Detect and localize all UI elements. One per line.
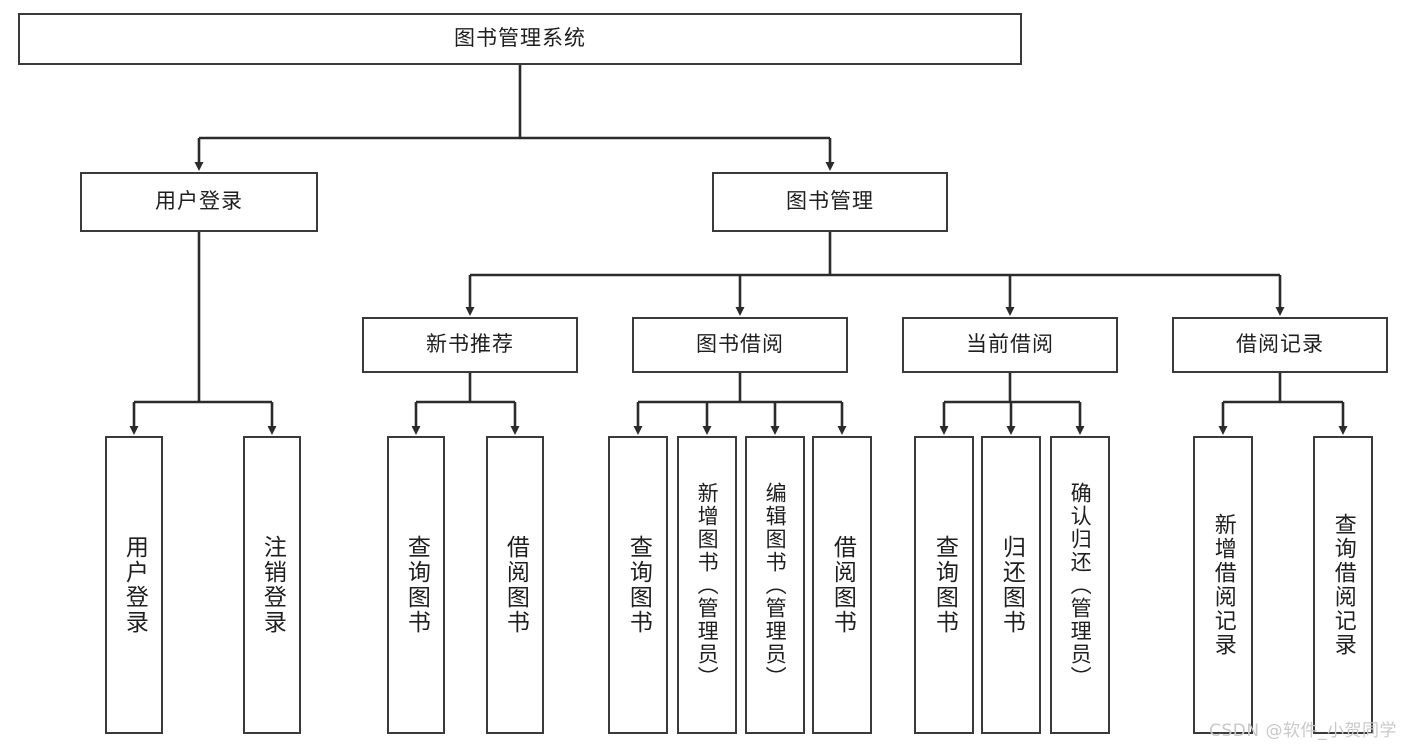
node-current-borrow[interactable]: 当前借阅 — [902, 317, 1118, 373]
leaf-label: 新增借阅记录 — [1210, 513, 1236, 657]
node-root-system[interactable]: 图书管理系统 — [18, 13, 1022, 65]
leaf-label: 借阅图书 — [829, 535, 856, 635]
leaf-label: 确认归还（管理员） — [1068, 481, 1093, 689]
leaf-label: 查询图书 — [403, 535, 430, 635]
leaf-node[interactable]: 归还图书 — [981, 436, 1041, 734]
node-book-management[interactable]: 图书管理 — [712, 172, 948, 232]
leaf-label: 用户登录 — [121, 535, 148, 635]
leaf-node[interactable]: 查询图书 — [387, 436, 445, 734]
leaf-node[interactable]: 新增借阅记录 — [1193, 436, 1253, 734]
leaf-node[interactable]: 确认归还（管理员） — [1050, 436, 1110, 734]
leaf-label: 编辑图书（管理员） — [763, 481, 788, 689]
node-book-borrow[interactable]: 图书借阅 — [632, 317, 848, 373]
node-borrow-record[interactable]: 借阅记录 — [1172, 317, 1388, 373]
leaf-node[interactable]: 注销登录 — [243, 436, 301, 734]
leaf-node[interactable]: 查询图书 — [608, 436, 668, 734]
leaf-label: 新增图书（管理员） — [695, 481, 720, 689]
leaf-node[interactable]: 查询图书 — [914, 436, 974, 734]
leaf-label: 查询图书 — [625, 535, 652, 635]
leaf-node[interactable]: 查询借阅记录 — [1313, 436, 1373, 734]
leaf-label: 查询图书 — [931, 535, 958, 635]
csdn-watermark: CSDN @软件_小贺同学 — [1209, 721, 1397, 741]
leaf-label: 注销登录 — [259, 535, 286, 635]
leaf-node[interactable]: 编辑图书（管理员） — [745, 436, 805, 734]
leaf-node[interactable]: 借阅图书 — [812, 436, 872, 734]
leaf-label: 查询借阅记录 — [1330, 513, 1356, 657]
leaf-label: 借阅图书 — [502, 535, 529, 635]
leaf-node[interactable]: 借阅图书 — [486, 436, 544, 734]
node-new-book-recommend[interactable]: 新书推荐 — [362, 317, 578, 373]
leaf-node[interactable]: 新增图书（管理员） — [677, 436, 737, 734]
leaf-label: 归还图书 — [998, 535, 1025, 635]
leaf-node[interactable]: 用户登录 — [105, 436, 163, 734]
node-user-login[interactable]: 用户登录 — [80, 172, 318, 232]
